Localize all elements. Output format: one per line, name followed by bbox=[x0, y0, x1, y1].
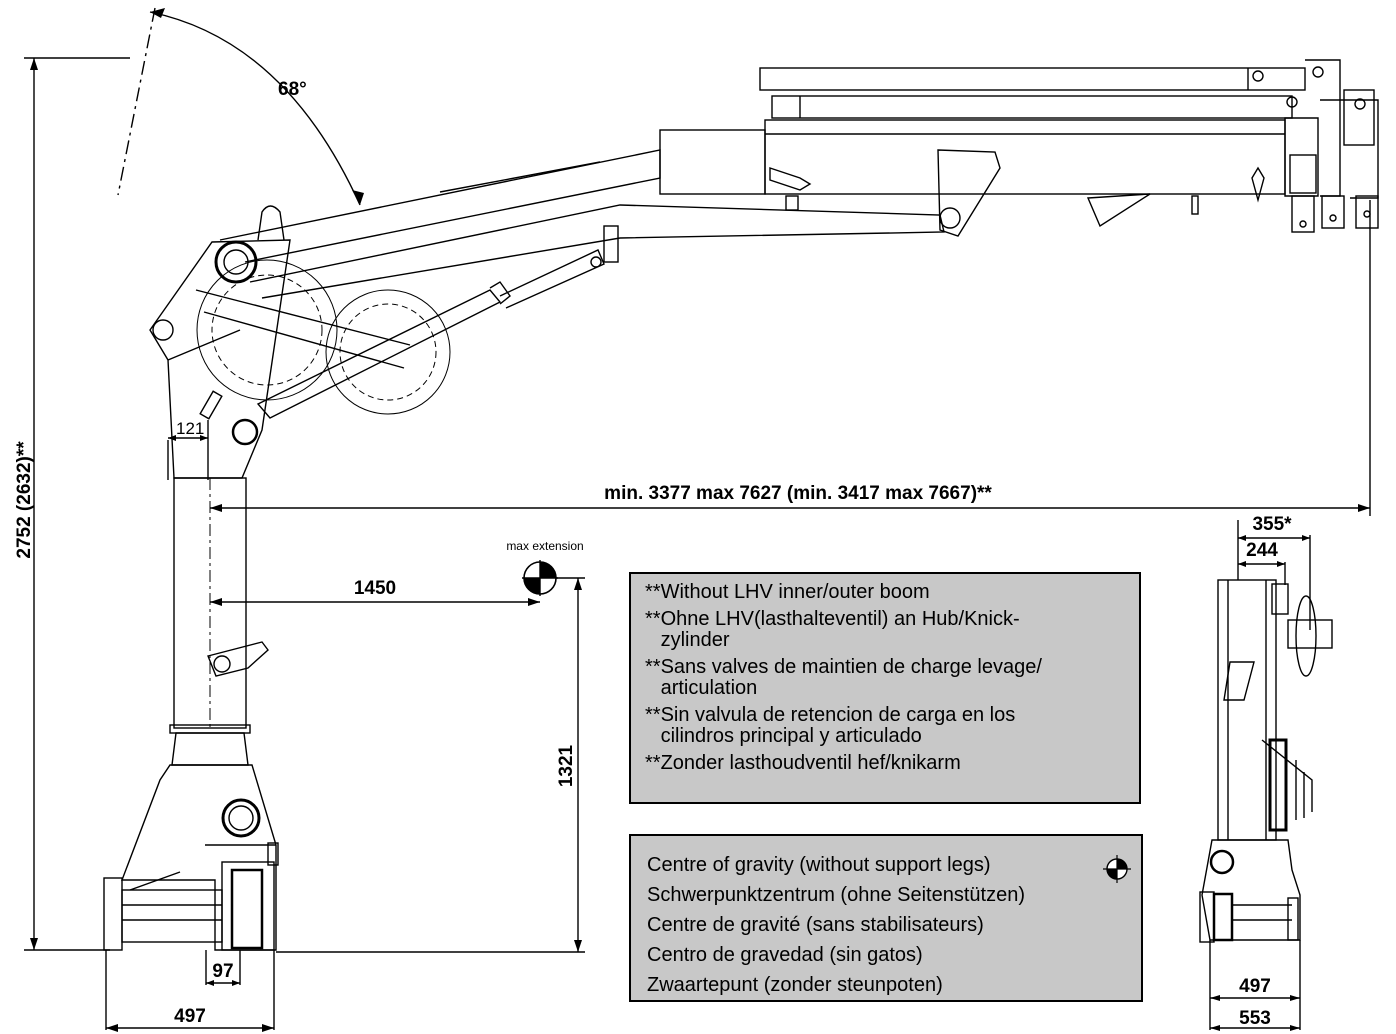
height-label: 2752 (2632)** bbox=[14, 441, 35, 559]
note-stars: ** bbox=[645, 704, 661, 726]
cog-notes-box: Centre of gravity (without support legs)… bbox=[629, 834, 1143, 1002]
note-item: **Ohne LHV(lasthalteventil) an Hub/Knick… bbox=[645, 609, 1129, 651]
note-text: Zonder lasthoudventil hef/knikarm bbox=[660, 752, 961, 774]
cog-note-line: Schwerpunktzentrum (ohne Seitenstützen) bbox=[647, 884, 1025, 906]
note-item: **Without LHV inner/outer boom bbox=[645, 582, 1129, 603]
lift-cylinder bbox=[256, 225, 619, 419]
note-text: Ohne LHV(lasthalteventil) an Hub/Knick- … bbox=[660, 608, 1020, 651]
offset-121-label: 121 bbox=[176, 419, 204, 438]
outer-boom bbox=[219, 149, 945, 299]
note-item: **Sin valvula de retencion de carga en l… bbox=[645, 705, 1129, 747]
max-extension-label: max extension bbox=[506, 539, 583, 553]
centre-of-gravity-icon bbox=[1103, 855, 1131, 883]
side-553-label: 553 bbox=[1239, 1008, 1271, 1029]
note-item: **Sans valves de maintien de charge leva… bbox=[645, 657, 1129, 699]
cog-note-line: Centre de gravité (sans stabilisateurs) bbox=[647, 914, 984, 936]
note-text: Sin valvula de retencion de carga en los… bbox=[660, 704, 1016, 747]
note-text: Without LHV inner/outer boom bbox=[660, 581, 930, 603]
crane-base bbox=[103, 764, 279, 1032]
base-97-label: 97 bbox=[212, 961, 233, 982]
side-497-label: 497 bbox=[1239, 976, 1271, 997]
side-355-label: 355* bbox=[1252, 514, 1292, 535]
note-stars: ** bbox=[645, 608, 661, 630]
note-stars: ** bbox=[645, 752, 661, 774]
side-244-label: 244 bbox=[1246, 540, 1278, 561]
reference-circles bbox=[196, 259, 451, 415]
cog-note-line: Centre of gravity (without support legs) bbox=[647, 854, 991, 876]
hydraulic-notes-box: **Without LHV inner/outer boom **Ohne LH… bbox=[629, 572, 1141, 804]
angle-indicator bbox=[117, 7, 364, 206]
base-width-label: 497 bbox=[174, 1006, 206, 1027]
reach-label: min. 3377 max 7627 (min. 3417 max 7667)*… bbox=[604, 483, 992, 504]
cog-note-line: Centro de gravedad (sin gatos) bbox=[647, 944, 923, 966]
reach-dimension-line bbox=[210, 200, 1371, 516]
dim-121-lines bbox=[167, 420, 209, 480]
cog-vertical-label: 1321 bbox=[556, 744, 577, 787]
note-text: Sans valves de maintien de charge levage… bbox=[660, 656, 1042, 699]
cog-note-line: Zwaartepunt (zonder steunpoten) bbox=[647, 974, 943, 996]
note-stars: ** bbox=[645, 581, 661, 603]
note-item: **Zonder lasthoudventil hef/knikarm bbox=[645, 753, 1129, 774]
cog-dimension-lines bbox=[210, 577, 585, 953]
angle-label: 68° bbox=[278, 79, 307, 100]
crane-column bbox=[169, 477, 269, 766]
note-stars: ** bbox=[645, 656, 661, 678]
cog-horizontal-label: 1450 bbox=[354, 578, 396, 599]
extension-booms bbox=[659, 59, 1379, 237]
side-view bbox=[1199, 520, 1333, 1031]
inner-boom bbox=[149, 205, 411, 479]
height-dimension-line bbox=[24, 57, 130, 951]
centre-of-gravity-icon bbox=[522, 560, 558, 596]
